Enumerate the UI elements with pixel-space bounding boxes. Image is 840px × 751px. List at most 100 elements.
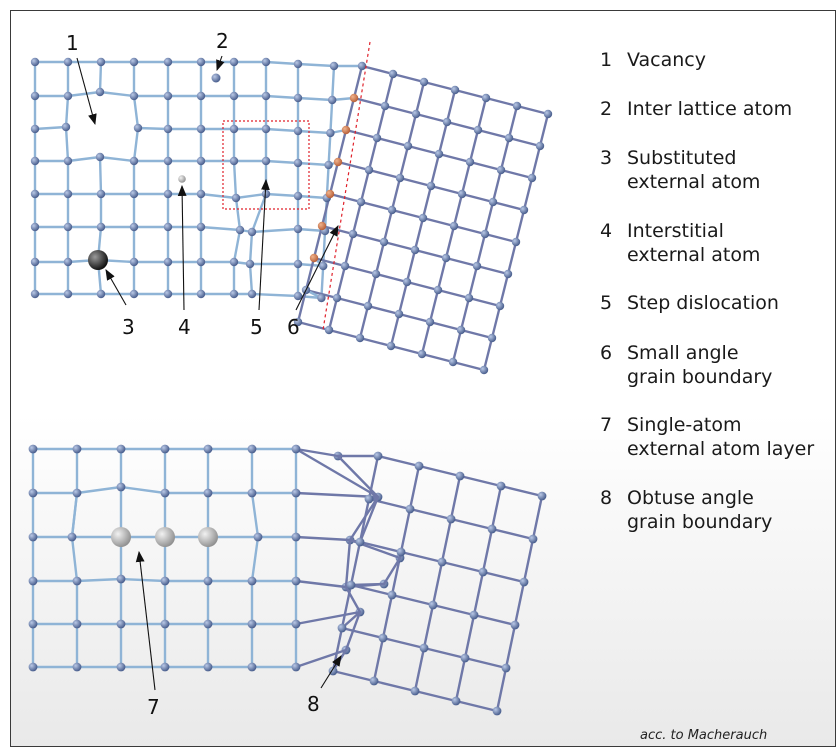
atom	[501, 663, 511, 673]
external-layer-atom	[198, 527, 218, 547]
bond	[304, 256, 316, 292]
bond	[33, 125, 68, 131]
atom	[96, 289, 106, 299]
bond	[507, 136, 542, 148]
bond	[119, 577, 167, 583]
bond	[482, 336, 494, 372]
bond	[413, 646, 426, 693]
atom	[492, 706, 502, 716]
bond	[382, 208, 394, 244]
atom	[95, 87, 105, 97]
bond	[397, 280, 409, 316]
substituted-atom	[88, 250, 108, 270]
bond	[343, 232, 355, 268]
bond	[408, 464, 421, 511]
atom	[261, 57, 271, 67]
atom	[379, 237, 389, 247]
atom	[319, 261, 328, 271]
callout-7-arrow	[135, 550, 156, 691]
bond	[348, 495, 380, 542]
atom	[387, 205, 397, 215]
bond	[312, 224, 324, 260]
bond	[328, 192, 363, 204]
atom	[163, 289, 173, 299]
atom	[116, 619, 126, 629]
callout-2-arrow	[216, 55, 225, 72]
bond	[372, 636, 385, 683]
atom	[387, 590, 397, 600]
bond	[320, 264, 325, 300]
atom	[388, 69, 398, 79]
bond	[445, 120, 480, 132]
atom	[63, 257, 73, 267]
bond	[381, 636, 426, 650]
atom	[460, 653, 470, 663]
atom	[229, 156, 239, 166]
bond	[335, 264, 347, 300]
atom	[519, 577, 529, 587]
atom	[328, 95, 337, 105]
bond	[397, 312, 432, 324]
atom	[291, 532, 301, 542]
bond	[506, 240, 518, 276]
bond	[250, 292, 300, 298]
bond	[399, 550, 444, 564]
bond	[296, 129, 332, 135]
atom	[28, 488, 38, 498]
atom	[245, 259, 255, 269]
bond	[352, 96, 387, 108]
bond	[420, 320, 432, 356]
atom	[472, 261, 482, 271]
bond	[495, 666, 508, 713]
callout-4-arrow	[177, 184, 187, 311]
atom	[203, 576, 213, 586]
bond	[458, 474, 503, 488]
atom	[371, 269, 381, 279]
bond	[490, 527, 535, 541]
bond	[530, 144, 542, 180]
atom	[30, 156, 40, 166]
atom	[30, 91, 40, 101]
bond	[340, 626, 385, 640]
bond	[483, 232, 518, 244]
atom	[72, 619, 82, 629]
atom	[411, 109, 421, 119]
bond	[538, 112, 550, 148]
bond	[460, 160, 472, 196]
bond	[390, 593, 435, 607]
source-credit: acc. to Macherauch	[640, 728, 768, 743]
atom	[395, 173, 405, 183]
atom	[510, 620, 520, 630]
bond	[459, 328, 494, 340]
bond	[452, 192, 464, 228]
bond	[499, 168, 534, 180]
bond	[70, 491, 79, 539]
bond	[248, 262, 254, 296]
bond	[250, 227, 300, 234]
bond	[335, 296, 370, 308]
atom	[261, 156, 271, 166]
bond	[454, 656, 467, 703]
bond	[475, 264, 510, 276]
atom	[495, 301, 505, 311]
atom	[473, 125, 483, 135]
bond	[463, 656, 508, 670]
bond	[98, 90, 136, 98]
bond	[413, 248, 448, 260]
callout-6-arrow	[295, 225, 339, 311]
atom	[160, 619, 170, 629]
atom	[63, 57, 73, 67]
bond	[327, 296, 339, 332]
bond	[383, 104, 418, 116]
bond	[327, 131, 332, 167]
atom	[291, 488, 301, 498]
bond	[389, 344, 424, 356]
bond	[475, 232, 487, 268]
atom	[417, 349, 427, 359]
atom	[30, 222, 40, 232]
atom	[332, 293, 342, 303]
bond	[454, 699, 499, 713]
atom	[129, 257, 139, 267]
bond	[344, 585, 362, 614]
